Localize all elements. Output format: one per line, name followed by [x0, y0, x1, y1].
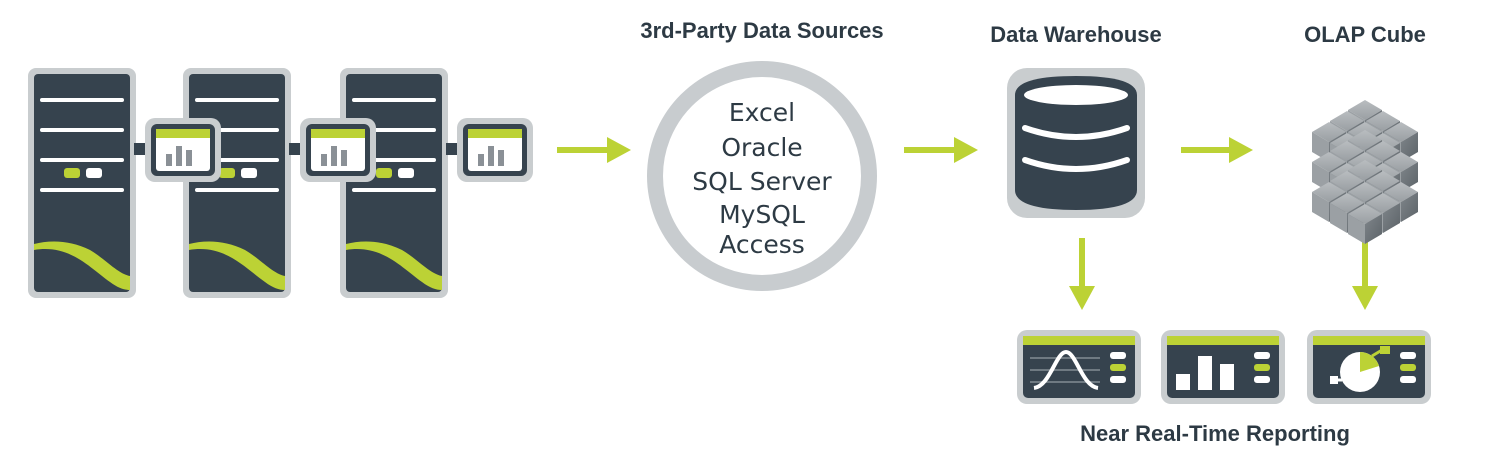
- pie-chart-dashboard-icon: [1307, 330, 1431, 404]
- arrow-down-icon: [1352, 238, 1378, 310]
- connector-chart-icon: [446, 118, 533, 182]
- reporting-title: Near Real-Time Reporting: [1080, 421, 1350, 446]
- olap-title: OLAP Cube: [1304, 22, 1426, 47]
- server-icon: [28, 68, 136, 298]
- bar-chart-dashboard-icon: [1161, 330, 1285, 404]
- server-group: [28, 68, 533, 298]
- source-item: MySQL: [719, 200, 805, 229]
- source-item: SQL Server: [692, 167, 832, 196]
- connector-chart-icon: [289, 118, 376, 182]
- database-icon: [1007, 68, 1145, 218]
- cube-cell: [1348, 204, 1382, 244]
- arrow-down-icon: [1069, 238, 1095, 310]
- arrow-right-icon: [904, 137, 978, 163]
- cube-icon: [1312, 100, 1418, 244]
- source-item: Excel: [729, 98, 795, 127]
- source-item: Oracle: [721, 133, 802, 162]
- line-chart-dashboard-icon: [1017, 330, 1141, 404]
- connector-chart-icon: [134, 118, 221, 182]
- server-icon: [340, 68, 448, 298]
- warehouse-title: Data Warehouse: [990, 22, 1162, 47]
- sources-title: 3rd-Party Data Sources: [640, 18, 883, 43]
- sources-ring: [647, 61, 877, 291]
- arrow-right-icon: [557, 137, 631, 163]
- arrow-right-icon: [1181, 137, 1253, 163]
- source-item: Access: [719, 230, 805, 259]
- server-icon: [183, 68, 291, 298]
